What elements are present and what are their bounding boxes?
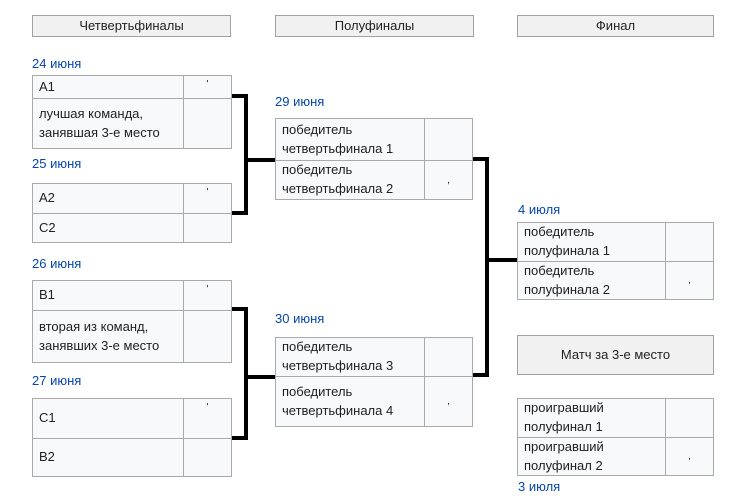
match-row: проигравший полуфинал 1 (518, 399, 713, 437)
score-cell: , (665, 438, 713, 475)
date-link-final[interactable]: 4 июля (518, 202, 561, 217)
team-name: победитель четвертьфинала 2 (282, 162, 394, 196)
match-row: победитель полуфинала 1 (518, 223, 713, 261)
connector-qf2-stub (232, 211, 248, 215)
match-third-place: проигравший полуфинал 1 проигравший полу… (517, 398, 714, 476)
score-cell: ' (183, 281, 231, 310)
match-row: победитель четвертьфинала 1 (276, 119, 472, 160)
score-cell: , (424, 161, 472, 199)
third-place-header: Матч за 3-е место (517, 335, 714, 375)
score-cell (665, 223, 713, 261)
team-name: победитель четвертьфинала 1 (282, 121, 394, 156)
connector-sf2-stub (473, 373, 486, 377)
team-name: A2 (39, 190, 55, 206)
match-row: победитель четвертьфинала 3 (276, 338, 472, 376)
score-cell: ' (183, 76, 231, 98)
date-link-third-place[interactable]: 3 июля (518, 479, 561, 494)
date-link-qf3[interactable]: 26 июня (32, 256, 82, 271)
connector-bracket2-vertical (244, 307, 248, 440)
team-name: победитель полуфинала 2 (524, 262, 610, 297)
score-cell (424, 338, 472, 376)
date-link-qf2[interactable]: 25 июня (32, 156, 82, 171)
connector-qf4-stub (232, 436, 248, 440)
team-name: победитель четвертьфинала 3 (282, 339, 394, 373)
connector-final-in (489, 258, 517, 262)
match-row: A2 ' (33, 184, 231, 213)
team-name: C2 (39, 219, 56, 235)
match-row: B1 ' (33, 281, 231, 310)
match-row: проигравший полуфинал 2 , (518, 437, 713, 475)
score-cell: , (424, 377, 472, 426)
match-row: C2 (33, 213, 231, 242)
connector-sf1-in (248, 158, 275, 162)
match-row: победитель четвертьфинала 2 , (276, 160, 472, 199)
connector-qf3-stub (232, 307, 248, 311)
score-cell (183, 311, 231, 362)
team-name: вторая из команд, занявших 3-е место (39, 318, 160, 353)
match-final: победитель полуфинала 1 победитель полуф… (517, 222, 714, 300)
score-cell: ' (183, 399, 231, 438)
match-sf2: победитель четвертьфинала 3 победитель ч… (275, 337, 473, 427)
score-cell (183, 439, 231, 476)
team-name: победитель полуфинала 1 (524, 224, 610, 258)
match-row: лучшая команда, занявшая 3-е место (33, 98, 231, 148)
match-qf3: B1 ' вторая из команд, занявших 3-е мест… (32, 280, 232, 363)
match-sf1: победитель четвертьфинала 1 победитель ч… (275, 118, 473, 200)
match-row: победитель полуфинала 2 , (518, 261, 713, 299)
match-row: B2 (33, 438, 231, 476)
column-header-semifinals: Полуфиналы (275, 15, 474, 37)
connector-bracket1-vertical (244, 94, 248, 215)
score-cell (424, 119, 472, 160)
team-name: проигравший полуфинал 2 (524, 438, 604, 473)
match-row: победитель четвертьфинала 4 , (276, 376, 472, 426)
team-name: A1 (39, 78, 55, 94)
team-name: лучшая команда, занявшая 3-е место (39, 105, 160, 140)
score-cell (183, 99, 231, 148)
score-cell: , (665, 262, 713, 299)
score-cell: ' (183, 184, 231, 213)
date-link-qf4[interactable]: 27 июня (32, 373, 82, 388)
match-row: вторая из команд, занявших 3-е место (33, 310, 231, 362)
match-qf1: A1 ' лучшая команда, занявшая 3-е место (32, 75, 232, 149)
match-row: A1 ' (33, 76, 231, 98)
connector-sf1-stub (473, 157, 486, 161)
team-name: B2 (39, 449, 55, 465)
score-cell (665, 399, 713, 437)
connector-sf2-in (248, 375, 275, 379)
team-name: B1 (39, 287, 55, 303)
score-cell (183, 214, 231, 242)
team-name: победитель четвертьфинала 4 (282, 383, 394, 418)
team-name: C1 (39, 410, 56, 426)
match-row: C1 ' (33, 399, 231, 438)
date-link-sf2[interactable]: 30 июня (275, 311, 325, 326)
connector-qf1-stub (232, 94, 248, 98)
match-qf4: C1 ' B2 (32, 398, 232, 477)
date-link-sf1[interactable]: 29 июня (275, 94, 325, 109)
date-link-qf1[interactable]: 24 июня (32, 56, 82, 71)
connector-bracket3-vertical (485, 157, 489, 377)
team-name: проигравший полуфинал 1 (524, 400, 604, 434)
column-header-quarterfinals: Четвертьфиналы (32, 15, 231, 37)
column-header-final: Финал (517, 15, 714, 37)
match-qf2: A2 ' C2 (32, 183, 232, 243)
